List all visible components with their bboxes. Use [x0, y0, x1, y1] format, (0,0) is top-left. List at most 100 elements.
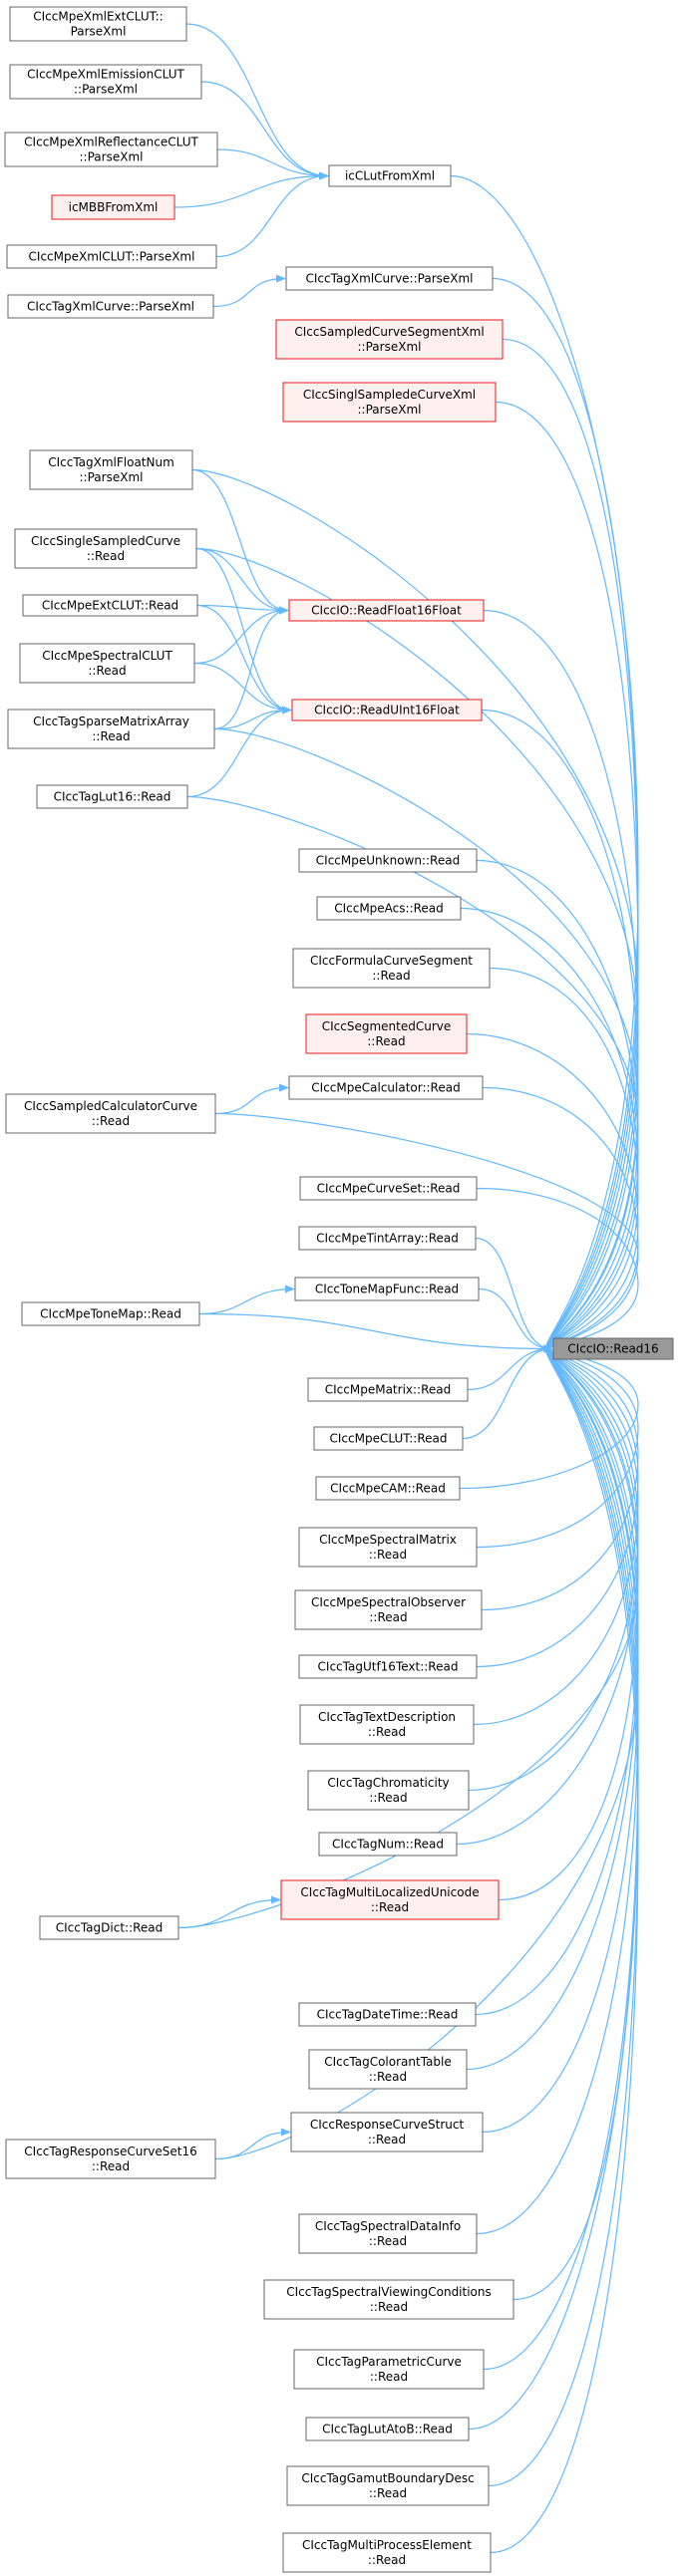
node-box — [14, 528, 197, 569]
node-ciccio-readfloat16float[interactable]: CIccIO::ReadFloat16Float — [288, 599, 485, 622]
node-label: ::Read — [87, 549, 125, 563]
node-box — [294, 1589, 483, 1630]
node-label: CIccMpeTintArray::Read — [316, 1232, 459, 1246]
node-label: CIccTagUtf16Text::Read — [318, 1660, 459, 1674]
node-ciccresponsecurvestruct-read[interactable]: CIccResponseCurveStruct::Read — [290, 2112, 484, 2152]
node-label: ::Read — [88, 664, 126, 678]
node-label: CIccMpeCalculator::Read — [311, 1081, 460, 1095]
node-cicctonemapfunc-read[interactable]: CIccToneMapFunc::Read — [294, 1277, 480, 1301]
node-ciccmpetonemap-read[interactable]: CIccMpeToneMap::Read — [21, 1301, 200, 1326]
node-ciccmpexmlemissionclut-parsexml[interactable]: CIccMpeXmlEmissionCLUT::ParseXml — [9, 64, 202, 100]
node-box — [308, 2049, 468, 2090]
node-box — [22, 594, 198, 617]
node-cicctagmultilocalizedunicode-read[interactable]: CIccTagMultiLocalizedUnicode::Read — [280, 1879, 500, 1920]
node-label: CIccTagLut16::Read — [54, 790, 171, 804]
node-cicctagresponsecurveset16-read[interactable]: CIccTagResponseCurveSet16::Read — [5, 2139, 216, 2179]
node-ciccmpexmlextclut-parsexml[interactable]: CIccMpeXmlExtCLUT::ParseXml — [9, 6, 187, 42]
node-ciccmpecam-read[interactable]: CIccMpeCAM::Read — [315, 1476, 461, 1501]
node-cicctagspectraldatainfo-read[interactable]: CIccTagSpectralDataInfo::Read — [298, 2213, 478, 2254]
node-ciccmpecalculator-read[interactable]: CIccMpeCalculator::Read — [288, 1075, 484, 1100]
node-label: CIccMpeSpectralObserver — [311, 1595, 466, 1609]
node-box — [19, 643, 195, 684]
node-ciccmpespectralclut-read[interactable]: CIccMpeSpectralCLUT::Read — [19, 643, 195, 684]
node-box — [36, 784, 188, 809]
node-ciccmpecurveset-read[interactable]: CIccMpeCurveSet::Read — [299, 1176, 478, 1201]
node-box — [280, 1879, 500, 1920]
node-label: icCLutFromXml — [345, 169, 435, 183]
node-box — [6, 244, 217, 269]
node-label: CIccMpeAcs::Read — [334, 902, 444, 916]
node-cicctagdict-read[interactable]: CIccTagDict::Read — [39, 1915, 179, 1940]
node-ciccmpespectralmatrix-read[interactable]: CIccMpeSpectralMatrix::Read — [298, 1527, 478, 1568]
call-edge-mpeclutread-to-root — [462, 1344, 553, 1440]
node-box — [315, 1476, 461, 1501]
node-box — [299, 1176, 478, 1201]
node-box — [298, 1654, 478, 1679]
edge-layer — [173, 23, 639, 2554]
node-ciccmpetintarray-read[interactable]: CIccMpeTintArray::Read — [298, 1226, 477, 1251]
node-ciccformulacurvesegment-read[interactable]: CIccFormulaCurveSegment::Read — [292, 948, 491, 989]
node-label: CIccTagParametricCurve — [316, 2355, 462, 2369]
node-box — [305, 2417, 470, 2441]
node-box — [298, 1226, 477, 1251]
node-cicctagsparsematrixarray-read[interactable]: CIccTagSparseMatrixArray::Read — [7, 709, 215, 749]
node-ciccsampledcalculatorcurve-read[interactable]: CIccSampledCalculatorCurve::Read — [5, 1093, 216, 1134]
node-cicctagxmlcurve-parsexml[interactable]: CIccTagXmlCurve::ParseXml — [7, 294, 214, 319]
node-box — [275, 319, 504, 360]
node-ciccsegmentedcurve-read[interactable]: CIccSegmentedCurve::Read — [305, 1013, 468, 1054]
node-cicctagdatetime-read[interactable]: CIccTagDateTime::Read — [298, 2002, 477, 2027]
node-cicctaglut16-read[interactable]: CIccTagLut16::Read — [36, 784, 188, 809]
node-label: ::Read — [92, 1114, 130, 1128]
node-ciccio-readuint16float[interactable]: CIccIO::ReadUInt16Float — [291, 699, 483, 721]
node-icmbbfromxml[interactable]: icMBBFromXml — [51, 194, 175, 220]
node-cicctagmultiprocesselement-read[interactable]: CIccTagMultiProcessElement::Read — [282, 2532, 492, 2573]
arrowhead — [276, 274, 286, 283]
node-ciccmpeextclut-read[interactable]: CIccMpeExtCLUT::Read — [22, 594, 198, 617]
node-cicctagxmlfloatnum-parsexml[interactable]: CIccTagXmlFloatNum::ParseXml — [29, 449, 193, 490]
node-label: ParseXml — [71, 25, 127, 39]
node-ciccmpexmlreflectanceclut-parsexml[interactable]: CIccMpeXmlReflectanceCLUT::ParseXml — [4, 132, 218, 167]
call-edge-mpeemisparse-to-lutfromxml — [200, 81, 329, 180]
node-box — [307, 1770, 470, 1811]
node-ciccmpematrix-read[interactable]: CIccMpeMatrix::Read — [307, 1377, 469, 1402]
node-box — [7, 709, 215, 749]
node-ciccsampledcurvesegmentxml-parsexml[interactable]: CIccSampledCurveSegmentXml::ParseXml — [275, 319, 504, 360]
node-cicctagspectralviewingconditions-read[interactable]: CIccTagSpectralViewingConditions::Read — [263, 2279, 514, 2320]
node-label: CIccMpeToneMap::Read — [40, 1307, 181, 1321]
node-cicctagcoloranttable-read[interactable]: CIccTagColorantTable::Read — [308, 2049, 468, 2090]
node-box — [285, 266, 494, 291]
node-cicctagnum-read[interactable]: CIccTagNum::Read — [318, 1832, 458, 1857]
node-ciccmpeacs-read[interactable]: CIccMpeAcs::Read — [316, 896, 462, 921]
call-edge-lut16read-to-root — [186, 795, 639, 1353]
node-ciccio-read16[interactable]: CIccIO::Read16 — [552, 1337, 674, 1360]
node-cicctagchromaticity-read[interactable]: CIccTagChromaticity::Read — [307, 1770, 470, 1811]
node-ciccsinglesampledcurve-read[interactable]: CIccSingleSampledCurve::Read — [14, 528, 197, 569]
node-box — [316, 896, 462, 921]
node-label: ::ParseXml — [358, 340, 422, 354]
node-icclutfromxml[interactable]: icCLutFromXml — [328, 164, 452, 187]
call-edge-respcurveread-to-root — [482, 1344, 639, 2134]
node-ciccmpexmlclut-parsexml[interactable]: CIccMpeXmlCLUT::ParseXml — [6, 244, 217, 269]
node-cicctaglutatob-read[interactable]: CIccTagLutAtoB::Read — [305, 2417, 470, 2441]
node-cicctaggamutboundarydesc-read[interactable]: CIccTagGamutBoundaryDesc::Read — [286, 2465, 490, 2506]
node-ciccmpeunknown-read[interactable]: CIccMpeUnknown::Read — [298, 848, 478, 873]
node-ciccmpespectralobserver-read[interactable]: CIccMpeSpectralObserver::Read — [294, 1589, 483, 1630]
node-label: CIccMpeXmlExtCLUT:: — [33, 10, 163, 24]
node-label: CIccMpeXmlReflectanceCLUT — [24, 136, 198, 149]
node-label: ::ParseXml — [358, 403, 422, 417]
node-cicctagtextdescription-read[interactable]: CIccTagTextDescription::Read — [299, 1704, 475, 1745]
node-label: ::Read — [368, 2133, 406, 2147]
node-cicctagparametriccurve-read[interactable]: CIccTagParametricCurve::Read — [293, 2349, 485, 2390]
node-box — [298, 2213, 478, 2254]
node-box — [298, 1527, 478, 1568]
node-cicctagutf16text-read[interactable]: CIccTagUtf16Text::Read — [298, 1654, 478, 1679]
node-label: ::Read — [369, 1548, 407, 1562]
node-label: CIccTagDateTime::Read — [317, 2008, 459, 2022]
node-label: CIccSingleSampledCurve — [31, 534, 180, 548]
node-ciccmpeclut-read[interactable]: CIccMpeCLUT::Read — [313, 1426, 464, 1451]
node-ciccsinglsampledecurvexml-parsexml[interactable]: CIccSinglSampledeCurveXml::ParseXml — [282, 382, 497, 423]
node-label: ::Read — [92, 2159, 130, 2173]
node-cicctagxmlcurve-parsexml[interactable]: CIccTagXmlCurve::ParseXml — [285, 266, 494, 291]
call-edge-sparsematrixread-to-readfloat16 — [213, 606, 289, 730]
node-label: CIccTagGamutBoundaryDesc — [301, 2471, 474, 2485]
